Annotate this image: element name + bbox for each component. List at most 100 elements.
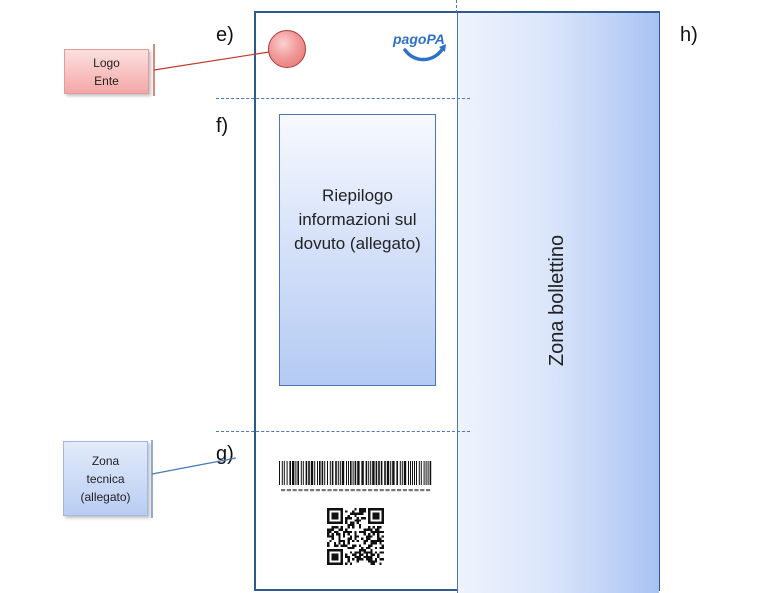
qr-cell (365, 555, 369, 559)
qr-cell (377, 530, 380, 534)
qr-cell (336, 549, 339, 552)
logo-ente-callout: Logo Ente (64, 49, 149, 94)
qr-cell (340, 551, 343, 554)
qr-cell (377, 514, 380, 518)
qr-cell (372, 530, 375, 534)
qr-code-icon (327, 508, 384, 565)
qr-cell (356, 517, 359, 520)
qr-cell (361, 510, 364, 513)
barcode-caption-glyph (286, 489, 291, 492)
barcode-bar (386, 461, 390, 485)
qr-cell (379, 530, 382, 534)
qr-cell (363, 517, 366, 520)
barcode-bar (305, 461, 308, 485)
qr-cell (336, 512, 339, 515)
qr-cell (381, 539, 384, 543)
qr-cell (381, 519, 384, 522)
qr-cell (372, 539, 375, 543)
qr-cell (352, 544, 355, 547)
qr-cell (354, 555, 357, 559)
bollettino-label-wrap: Zona bollettino (457, 13, 658, 588)
qr-cell (381, 530, 384, 534)
barcode-caption-glyph (321, 489, 326, 492)
logo-callout-line (153, 51, 270, 71)
qr-cell (331, 555, 334, 559)
qr-cell (333, 530, 337, 534)
qr-cell (368, 544, 371, 547)
barcode-bar (286, 461, 288, 485)
qr-cell (340, 560, 343, 563)
qr-cell (331, 537, 334, 540)
qr-cell (331, 508, 334, 511)
qr-cell (361, 553, 364, 556)
qr-cell (358, 530, 362, 534)
qr-cell (347, 526, 350, 529)
qr-cell (379, 558, 382, 561)
qr-cell (347, 560, 350, 563)
vertical-dashed-divider (456, 0, 457, 13)
barcode-bar (295, 461, 297, 485)
qr-cell (377, 535, 380, 538)
barcode-bar (425, 461, 427, 485)
qr-cell (349, 551, 353, 554)
qr-cell (370, 535, 373, 538)
qr-cell (329, 521, 332, 524)
qr-cell (377, 553, 380, 556)
qr-cell (381, 517, 384, 520)
barcode-bar (396, 461, 398, 485)
qr-cell (340, 519, 343, 522)
qr-cell (361, 512, 364, 515)
qr-cell (347, 530, 350, 534)
qr-cell (381, 535, 384, 538)
barcode-bar (292, 461, 295, 485)
barcode-bar (378, 461, 380, 485)
qr-cell (342, 533, 346, 536)
qr-cell (354, 535, 357, 538)
qr-cell (338, 549, 341, 552)
qr-cell (336, 562, 339, 565)
qr-cell (333, 542, 337, 545)
qr-cell (358, 523, 362, 527)
qr-cell (379, 537, 382, 540)
qr-cell (358, 558, 362, 561)
qr-cell (347, 537, 350, 540)
qr-cell (361, 558, 364, 561)
qr-cell (377, 537, 380, 540)
qr-cell (370, 539, 373, 543)
qr-cell (327, 517, 330, 520)
qr-cell (345, 553, 348, 556)
bollettino-zone (457, 13, 659, 593)
qr-cell (370, 521, 373, 524)
qr-cell (379, 526, 382, 529)
qr-cell (349, 535, 353, 538)
qr-cell (327, 542, 330, 545)
qr-cell (363, 508, 366, 511)
qr-cell (345, 530, 348, 534)
qr-cell (333, 526, 337, 529)
qr-cell (368, 526, 371, 529)
qr-cell (338, 521, 341, 524)
qr-cell (336, 517, 339, 520)
barcode-bar (283, 461, 285, 485)
barcode-caption-glyph (379, 489, 384, 492)
qr-cell (354, 544, 357, 547)
qr-cell (368, 535, 371, 538)
barcode-icon (279, 461, 432, 492)
qr-cell (329, 539, 332, 543)
qr-cell (365, 528, 369, 531)
qr-cell (327, 514, 330, 518)
qr-cell (368, 510, 371, 513)
qr-cell (331, 533, 334, 536)
qr-cell (340, 528, 343, 531)
barcode-caption-glyph (292, 489, 297, 492)
barcode-bar (331, 461, 334, 485)
barcode-bar (427, 461, 429, 485)
qr-cell (368, 558, 371, 561)
qr-cell (352, 553, 355, 556)
qr-cell (327, 553, 330, 556)
qr-cell (342, 539, 346, 543)
barcode-bars (279, 461, 432, 485)
qr-cell (327, 530, 330, 534)
barcode-bar (420, 461, 422, 485)
qr-cell (377, 526, 380, 529)
